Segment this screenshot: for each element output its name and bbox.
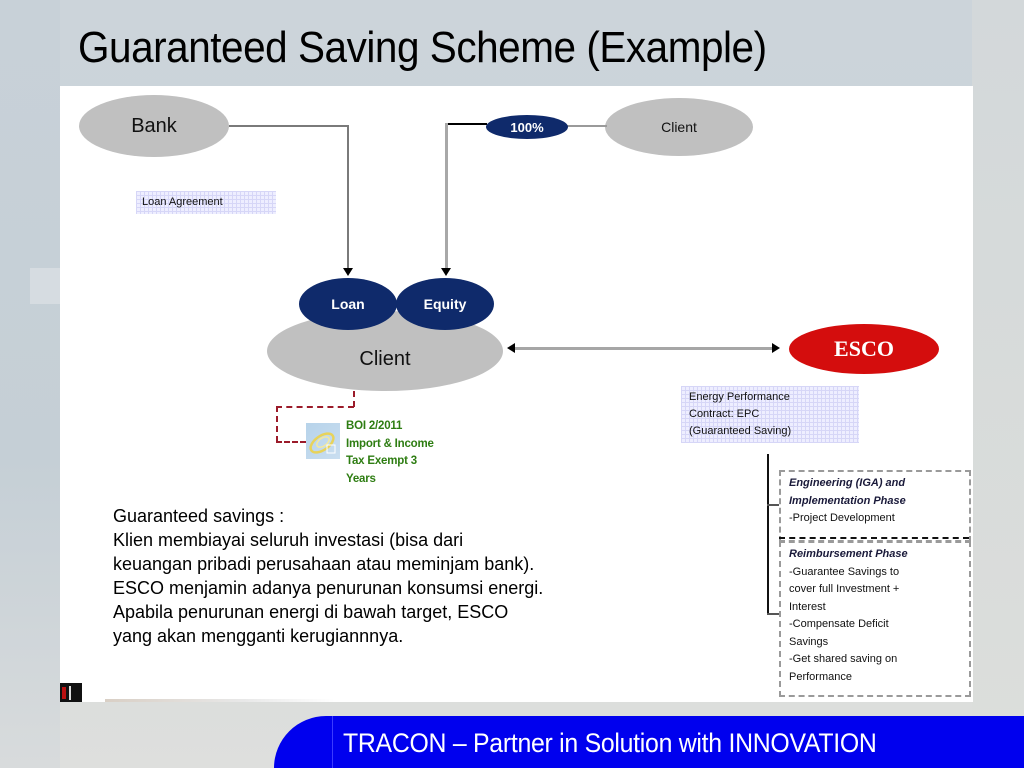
arrow-to-equity: [441, 268, 451, 276]
boi-text: BOI 2/2011 Import & Income Tax Exempt 3 …: [346, 418, 434, 488]
footer-divider: [332, 716, 333, 768]
background-left-stripe: [0, 0, 60, 768]
epc-line: (Guaranteed Saving): [689, 425, 792, 437]
bank-connector-v: [347, 125, 349, 270]
bank-label: Bank: [131, 114, 177, 137]
background-right-stripe: [972, 0, 1024, 768]
loan-agreement-note: Loan Agreement: [136, 191, 276, 214]
phase-title: Reimbursement Phase: [789, 548, 908, 560]
phase-bracket-top: [767, 504, 781, 506]
phase-title: Implementation Phase: [789, 494, 906, 507]
phase-item: -Get shared saving on: [789, 653, 898, 665]
faint-footer-text: [105, 699, 335, 702]
equity-node: Equity: [396, 278, 494, 330]
epc-line: Energy Performance: [689, 391, 790, 403]
equity-connector-h: [445, 123, 487, 125]
top-client-node: Client: [605, 98, 753, 156]
description-line: yang akan mengganti kerugiannnya.: [113, 626, 404, 646]
description-line: Apabila penurunan energi di bawah target…: [113, 602, 509, 622]
loan-label: Loan: [331, 296, 365, 312]
ownership-badge: 100%: [486, 115, 568, 139]
phase-separator: [779, 537, 969, 539]
boi-line: Tax Exempt 3: [346, 455, 417, 467]
equity-label: Equity: [423, 296, 467, 312]
diagram-canvas: Bank Loan Agreement Client 100% Client L…: [60, 86, 973, 702]
ownership-badge-label: 100%: [510, 119, 544, 135]
bank-connector-h: [229, 125, 348, 127]
boi-connector-v2: [276, 406, 278, 442]
phase-item: Savings: [789, 635, 829, 648]
phase-item: -Compensate Deficit: [789, 618, 889, 630]
client-label: Client: [359, 347, 411, 370]
background-decoration: [30, 268, 60, 304]
footer-tagline: TRACON – Partner in Solution with INNOVA…: [343, 728, 877, 758]
loan-agreement-label: Loan Agreement: [142, 196, 223, 208]
phase-item: -Guarantee Savings to: [789, 565, 900, 578]
epc-note: Energy Performance Contract: EPC (Guaran…: [681, 386, 859, 443]
badge-to-client-line: [565, 125, 607, 127]
bank-node: Bank: [79, 95, 229, 157]
boi-connector-v1: [353, 391, 355, 407]
phase-item: Performance: [789, 670, 852, 683]
boi-document-icon: [306, 423, 340, 459]
footer-band: [274, 716, 1024, 768]
phase-item: Interest: [789, 600, 826, 613]
phase-bracket-bottom: [767, 613, 781, 615]
description-text: Guaranteed savings : Klien membiayai sel…: [113, 504, 673, 648]
arrow-to-esco: [772, 343, 780, 353]
esco-node: ESCO: [789, 324, 939, 374]
description-line: keuangan pribadi perusahaan atau meminja…: [113, 554, 535, 574]
boi-line: Years: [346, 472, 376, 485]
description-line: Guaranteed savings :: [113, 506, 285, 526]
description-line: ESCO menjamin adanya penurunan konsumsi …: [113, 578, 544, 598]
boi-line: Import & Income: [346, 437, 434, 450]
boi-line: BOI 2/2011: [346, 420, 403, 432]
boi-connector-h1: [276, 406, 354, 408]
company-logo: [60, 683, 82, 702]
loan-node: Loan: [299, 278, 397, 330]
phase-item: cover full Investment +: [789, 583, 900, 595]
arrow-to-loan: [343, 268, 353, 276]
esco-label: ESCO: [834, 336, 894, 361]
reimbursement-phase-box: Reimbursement Phase -Guarantee Savings t…: [779, 541, 971, 697]
epc-line: Contract: EPC: [689, 408, 760, 420]
phase-item: -Project Development: [789, 512, 895, 524]
engineering-phase-box: Engineering (IGA) and Implementation Pha…: [779, 470, 971, 542]
phase-title: Engineering (IGA) and: [789, 477, 906, 489]
equity-connector-v: [445, 123, 448, 270]
phase-bracket-v: [767, 454, 769, 614]
boi-connector-h2: [276, 441, 306, 443]
slide-title: Guaranteed Saving Scheme (Example): [78, 23, 767, 72]
top-client-label: Client: [661, 119, 697, 135]
arrow-to-client: [507, 343, 515, 353]
client-esco-connector: [515, 347, 773, 350]
description-line: Klien membiayai seluruh investasi (bisa …: [113, 530, 464, 550]
